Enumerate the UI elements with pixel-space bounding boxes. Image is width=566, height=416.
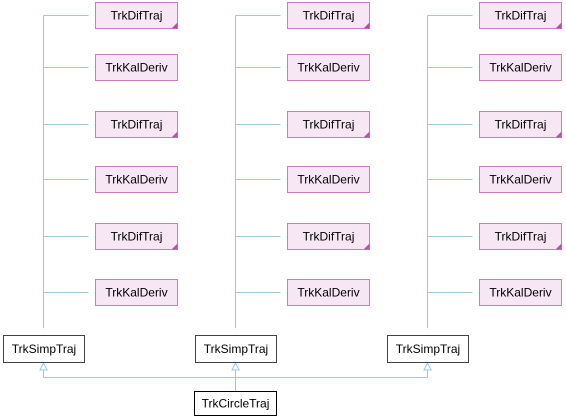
folded-corner-icon — [363, 243, 370, 250]
folded-corner-icon — [171, 22, 178, 29]
col-1-parent-3-node-label: TrkDifTraj — [111, 118, 163, 132]
col-3-base-node[interactable]: TrkSimpTraj — [387, 335, 469, 363]
col-2-base-node-label: TrkSimpTraj — [204, 342, 268, 356]
col-1-parent-6-node[interactable]: TrkKalDeriv — [95, 279, 178, 306]
col-1-parent-1-node[interactable]: TrkDifTraj — [95, 2, 178, 29]
col-2-base-node-box — [195, 335, 277, 363]
folded-corner-icon — [555, 243, 562, 250]
col-2-parent-1-node-label: TrkDifTraj — [303, 9, 355, 23]
folded-corner-icon — [363, 22, 370, 29]
col-2-parent-6-node[interactable]: TrkKalDeriv — [287, 279, 370, 306]
col-2-parent-5-node-box — [287, 223, 370, 250]
col-1-parent-2-node-box — [95, 54, 178, 81]
col-2-base-node[interactable]: TrkSimpTraj — [195, 335, 277, 363]
col-3-parent-5-node-box — [479, 223, 562, 250]
col-2-parent-6-node-box — [287, 279, 370, 306]
col-2-parent-4-node-label: TrkKalDeriv — [297, 173, 359, 187]
folded-corner-icon — [171, 243, 178, 250]
node-layer: TrkDifTrajTrkKalDerivTrkDifTrajTrkKalDer… — [3, 2, 562, 416]
col-3-parent-1-node[interactable]: TrkDifTraj — [479, 2, 562, 29]
col-1-parent-1-node-label: TrkDifTraj — [111, 9, 163, 23]
col-2-parent-2-node-label: TrkKalDeriv — [297, 61, 359, 75]
bus-arrow-2 — [231, 361, 240, 371]
col-2-parent-3-node[interactable]: TrkDifTraj — [287, 111, 370, 138]
col-2-parent-6-node-label: TrkKalDeriv — [297, 286, 359, 300]
col-1-parent-2-node[interactable]: TrkKalDeriv — [95, 54, 178, 81]
col-3-base-node-label: TrkSimpTraj — [396, 342, 460, 356]
col-1-base-node-box — [3, 335, 85, 363]
col-3-parent-6-node-label: TrkKalDeriv — [489, 286, 551, 300]
col-3-parent-6-node[interactable]: TrkKalDeriv — [479, 279, 562, 306]
col-2-parent-5-node[interactable]: TrkDifTraj — [287, 223, 370, 250]
col-2-parent-3-node-box — [287, 111, 370, 138]
col-1-parent-5-node-label: TrkDifTraj — [111, 230, 163, 244]
focus-node[interactable]: TrkCircleTraj — [194, 391, 277, 416]
col-3-parent-4-node[interactable]: TrkKalDeriv — [479, 166, 562, 193]
col-3-parent-6-node-box — [479, 279, 562, 306]
col-2-parent-3-node-label: TrkDifTraj — [303, 118, 355, 132]
col-1-parent-4-node[interactable]: TrkKalDeriv — [95, 166, 178, 193]
bus-arrow-1 — [39, 361, 48, 371]
col-1-parent-5-node-box — [95, 223, 178, 250]
col-3-parent-3-node[interactable]: TrkDifTraj — [479, 111, 562, 138]
col-1-parent-3-node[interactable]: TrkDifTraj — [95, 111, 178, 138]
col-2-parent-2-node-box — [287, 54, 370, 81]
col-3-parent-2-node[interactable]: TrkKalDeriv — [479, 54, 562, 81]
col-1-parent-1-node-box — [95, 2, 178, 29]
col-1-parent-5-node[interactable]: TrkDifTraj — [95, 223, 178, 250]
col-2-parent-1-node-box — [287, 2, 370, 29]
folded-corner-icon — [555, 131, 562, 138]
bus-arrow-3 — [423, 361, 432, 371]
folded-corner-icon — [171, 131, 178, 138]
folded-corner-icon — [555, 22, 562, 29]
focus-node-label: TrkCircleTraj — [202, 397, 270, 411]
col-2-parent-1-node[interactable]: TrkDifTraj — [287, 2, 370, 29]
col-3-parent-3-node-label: TrkDifTraj — [495, 118, 547, 132]
col-3-parent-2-node-label: TrkKalDeriv — [489, 61, 551, 75]
focus-node-box — [194, 391, 277, 416]
folded-corner-icon — [363, 131, 370, 138]
col-2-parent-5-node-label: TrkDifTraj — [303, 230, 355, 244]
col-2-parent-2-node[interactable]: TrkKalDeriv — [287, 54, 370, 81]
col-3-parent-3-node-box — [479, 111, 562, 138]
col-1-parent-6-node-box — [95, 279, 178, 306]
col-3-parent-1-node-box — [479, 2, 562, 29]
col-1-parent-3-node-box — [95, 111, 178, 138]
col-2-parent-4-node-box — [287, 166, 370, 193]
col-3-parent-5-node-label: TrkDifTraj — [495, 230, 547, 244]
col-3-parent-2-node-box — [479, 54, 562, 81]
col-1-parent-4-node-label: TrkKalDeriv — [105, 173, 167, 187]
col-2-parent-4-node[interactable]: TrkKalDeriv — [287, 166, 370, 193]
col-3-parent-4-node-box — [479, 166, 562, 193]
col-3-parent-4-node-label: TrkKalDeriv — [489, 173, 551, 187]
col-3-parent-1-node-label: TrkDifTraj — [495, 9, 547, 23]
col-3-base-node-box — [387, 335, 469, 363]
col-1-parent-2-node-label: TrkKalDeriv — [105, 61, 167, 75]
col-1-base-node[interactable]: TrkSimpTraj — [3, 335, 85, 363]
col-1-parent-6-node-label: TrkKalDeriv — [105, 286, 167, 300]
col-1-parent-4-node-box — [95, 166, 178, 193]
col-3-parent-5-node[interactable]: TrkDifTraj — [479, 223, 562, 250]
col-1-base-node-label: TrkSimpTraj — [12, 342, 76, 356]
